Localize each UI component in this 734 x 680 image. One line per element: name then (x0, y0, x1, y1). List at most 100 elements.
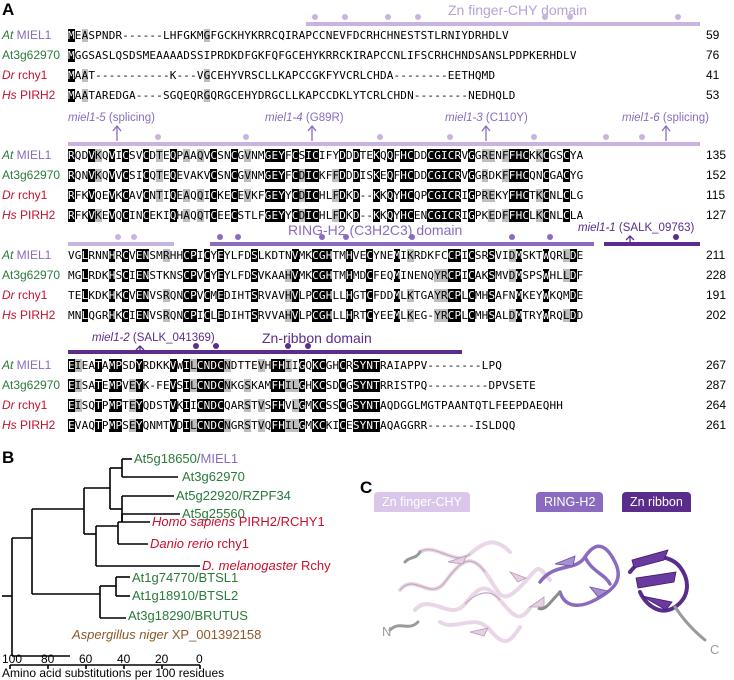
residue: G (420, 289, 428, 302)
residue: T (122, 399, 130, 412)
legend-ring-h2: RING-H2 (536, 492, 604, 512)
residue: V (244, 169, 252, 182)
residue: C (339, 399, 347, 412)
residue: K (379, 209, 387, 222)
residue: L (230, 269, 238, 282)
residue: L (332, 309, 340, 322)
residue: Y (278, 169, 285, 182)
residue: E (74, 289, 82, 302)
residue: Q (386, 149, 394, 162)
residue: L (291, 419, 299, 432)
residue: H (332, 359, 340, 372)
residue: A (447, 399, 455, 412)
sequence-row: EISQTPMPTEYQDSTVKIICNDCQARSTVSFHVLGMKCSS… (68, 399, 563, 412)
residue: E (149, 209, 157, 222)
residue: - (440, 89, 448, 102)
residue: A (95, 89, 102, 102)
residue: K (162, 269, 170, 282)
residue: K (318, 69, 326, 82)
zn-ribbon-domain-bar-2 (68, 350, 462, 354)
residue: E (81, 359, 89, 372)
residue: H (325, 309, 333, 322)
residue: R (556, 249, 564, 262)
residue: T (162, 399, 170, 412)
residue: C (379, 29, 387, 42)
residue: P (115, 419, 123, 432)
residue: E (68, 419, 75, 432)
residue: H (454, 49, 462, 62)
residue: D (508, 309, 516, 322)
residue: - (149, 89, 157, 102)
residue: K (95, 209, 102, 222)
residue: - (162, 69, 170, 82)
residue: D (149, 359, 157, 372)
residue: A (129, 189, 136, 202)
residue: Y (278, 149, 285, 162)
residue: F (413, 49, 421, 62)
residue: K (176, 399, 184, 412)
residue: C (312, 29, 319, 42)
residue: E (223, 209, 231, 222)
residue: C (196, 379, 204, 392)
residue: G (217, 29, 224, 42)
residue: D (508, 249, 516, 262)
residue: - (447, 89, 455, 102)
residue: E (379, 169, 387, 182)
residue: P (529, 269, 536, 282)
residue: M (108, 379, 116, 392)
residue: Y (285, 189, 292, 202)
residue: P (454, 249, 462, 262)
residue: H (285, 309, 292, 322)
residue: V (291, 249, 299, 262)
residue: I (291, 359, 299, 372)
residue: S (556, 149, 564, 162)
residue: C (427, 169, 435, 182)
residue: R (217, 89, 224, 102)
residue: C (447, 269, 455, 282)
residue: C (217, 399, 224, 412)
residue: S (122, 419, 130, 432)
residue: G (434, 209, 441, 222)
residue: C (291, 189, 299, 202)
residue: F (576, 269, 584, 282)
residue: Y (393, 209, 401, 222)
residue: C (318, 89, 326, 102)
residue: K (481, 209, 489, 222)
residue: I (407, 49, 414, 62)
residue: T (332, 269, 340, 282)
residue: V (257, 419, 265, 432)
residue: M (474, 309, 482, 322)
residue: S (190, 49, 197, 62)
residue: H (549, 49, 557, 62)
residue: E (176, 169, 184, 182)
residue: L (502, 49, 509, 62)
residue: M (305, 399, 313, 412)
residue: M (298, 269, 306, 282)
residue: Q (88, 399, 96, 412)
residue: L (108, 49, 116, 62)
residue: S (420, 49, 428, 62)
residue: Q (169, 209, 177, 222)
residue: I (461, 209, 469, 222)
residue: K (217, 189, 224, 202)
residue: D (420, 249, 428, 262)
residue: S (264, 399, 272, 412)
residue: C (563, 189, 570, 202)
residue: K (481, 269, 489, 282)
sequence-end-number: 76 (706, 48, 720, 62)
residue: T (373, 419, 380, 432)
residue: F (176, 29, 184, 42)
residue: K (251, 189, 258, 202)
residue: S (407, 29, 414, 42)
tree-axis-tick-100: 100 (2, 652, 23, 666)
residue: C (142, 189, 150, 202)
residue: Q (115, 49, 123, 62)
residue: V (291, 269, 299, 282)
residue: D (244, 269, 252, 282)
residue: D (108, 29, 116, 42)
residue: K (81, 189, 89, 202)
residue: Q (420, 379, 428, 392)
residue: M (305, 419, 313, 432)
residue: C (359, 29, 367, 42)
residue: K (230, 29, 238, 42)
